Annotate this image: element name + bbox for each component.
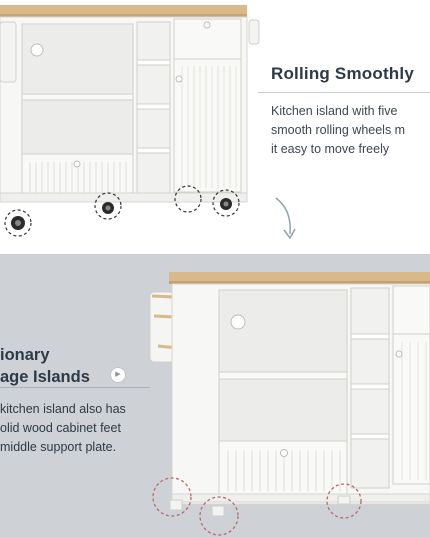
feature-title-rolling: Rolling Smoothly [271,64,414,83]
wood-countertop [0,5,247,16]
curved-arrow-icon [275,197,291,235]
description-line: middle support plate. [0,440,117,454]
towel-rack [0,21,17,83]
panel-divider [0,250,430,254]
description-line: kitchen island also has [0,402,126,416]
description-line: Kitchen island with five [271,104,398,118]
title-divider [0,387,150,388]
stationary-island-illustration [149,272,430,536]
cabinet-door [392,333,430,485]
door-knob [175,75,183,83]
caster-wheels [4,185,240,237]
drawer-knob [280,449,288,457]
title-divider [258,92,430,93]
feature-description-stationary: kitchen island also has olid wood cabine… [0,400,126,457]
rolling-cart-illustration [0,5,296,240]
cabinet-feet [169,495,351,517]
top-right-drawer [392,285,430,335]
description-line: smooth rolling wheels m [271,123,406,137]
bottom-feature-panel [0,254,430,537]
description-line: olid wood cabinet feet [0,421,121,435]
wood-countertop [169,272,430,283]
play-circle-icon[interactable]: ▶ [110,367,126,383]
cord-hole [230,314,246,330]
title-line: age Islands [0,368,90,386]
title-line: ionary [0,346,50,364]
door-knob [395,350,403,358]
cord-hole [30,43,44,57]
feature-title-stationary: ionary age Islands [0,344,90,388]
feet-callout-circles [152,477,362,536]
top-feature-panel [0,0,430,250]
description-line: it easy to move freely [271,142,390,156]
drawer-knob [73,160,81,168]
cabinet-door [173,58,242,193]
side-hook [248,19,260,45]
feature-description-rolling: Kitchen island with five smooth rolling … [271,102,430,159]
